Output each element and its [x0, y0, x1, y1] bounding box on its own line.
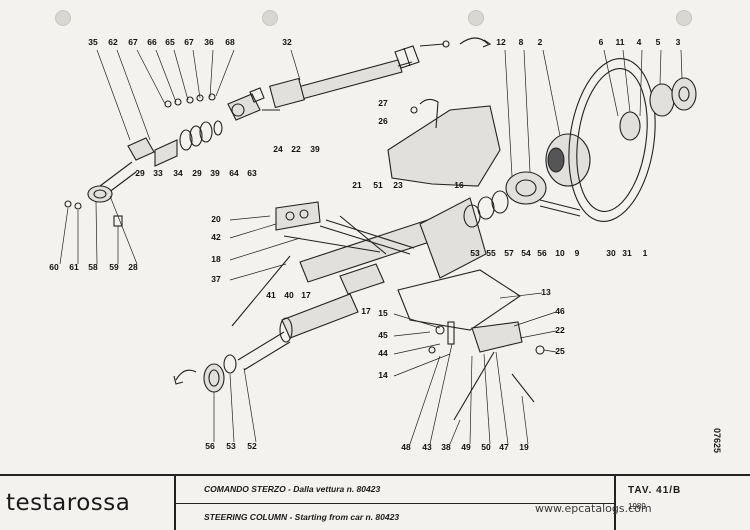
callout-39: 39	[310, 144, 320, 154]
callout-29: 29	[192, 168, 202, 178]
callout-53: 53	[226, 441, 236, 451]
callout-28: 28	[128, 262, 138, 272]
callout-31: 31	[622, 248, 632, 258]
callout-5: 5	[656, 37, 661, 47]
callout-57: 57	[504, 248, 514, 258]
callout-20: 20	[211, 214, 221, 224]
callout-14: 14	[378, 370, 388, 380]
callout-62: 62	[108, 37, 118, 47]
callout-15: 15	[378, 308, 388, 318]
callout-27: 27	[378, 98, 388, 108]
callout-19: 19	[519, 442, 529, 452]
callout-34: 34	[173, 168, 183, 178]
callout-50: 50	[481, 442, 491, 452]
callout-35: 35	[88, 37, 98, 47]
callout-51: 51	[373, 180, 383, 190]
callout-47: 47	[499, 442, 509, 452]
callout-26: 26	[378, 116, 388, 126]
callout-37: 37	[211, 274, 221, 284]
callout-42: 42	[211, 232, 221, 242]
callout-22: 22	[555, 325, 565, 335]
callout-58: 58	[88, 262, 98, 272]
callout-4: 4	[637, 37, 642, 47]
brand-logo-text: testarossa	[6, 490, 130, 516]
drawing-code: 07625	[712, 428, 722, 453]
brand-box: testarossa	[0, 476, 176, 530]
callout-18: 18	[211, 254, 221, 264]
callout-17: 17	[361, 306, 371, 316]
callout-45: 45	[378, 330, 388, 340]
callout-60: 60	[49, 262, 59, 272]
callout-2: 2	[538, 37, 543, 47]
steering-wheel	[546, 53, 696, 227]
callout-49: 49	[461, 442, 471, 452]
callout-3: 3	[676, 37, 681, 47]
callout-21: 21	[352, 180, 362, 190]
callout-67: 67	[184, 37, 194, 47]
callout-17: 17	[301, 290, 311, 300]
callout-30: 30	[606, 248, 616, 258]
callout-6: 6	[599, 37, 604, 47]
callout-56: 56	[537, 248, 547, 258]
callout-43: 43	[422, 442, 432, 452]
callout-9: 9	[575, 248, 580, 258]
universal-joint	[165, 88, 280, 120]
callout-38: 38	[441, 442, 451, 452]
callout-29: 29	[135, 168, 145, 178]
callout-41: 41	[266, 290, 276, 300]
callout-8: 8	[519, 37, 524, 47]
callout-61: 61	[69, 262, 79, 272]
callout-55: 55	[486, 248, 496, 258]
callout-52: 52	[247, 441, 257, 451]
callout-33: 33	[153, 168, 163, 178]
callout-40: 40	[284, 290, 294, 300]
callout-56: 56	[205, 441, 215, 451]
title-italian: COMANDO STERZO - Dalla vettura n. 80423	[176, 476, 614, 504]
lower-column	[174, 294, 358, 392]
callout-36: 36	[204, 37, 214, 47]
steering-lock-housing	[388, 99, 500, 186]
callout-10: 10	[555, 248, 565, 258]
callout-44: 44	[378, 348, 388, 358]
callout-63: 63	[247, 168, 257, 178]
exploded-parts-diagram: 3562676665673668321282611453272629333429…	[0, 0, 750, 470]
callout-53: 53	[470, 248, 480, 258]
callout-66: 66	[147, 37, 157, 47]
callout-39: 39	[210, 168, 220, 178]
callout-65: 65	[165, 37, 175, 47]
callout-48: 48	[401, 442, 411, 452]
watermark: www.epcatalogs.com	[535, 502, 652, 515]
callout-25: 25	[555, 346, 565, 356]
callout-12: 12	[496, 37, 506, 47]
plate-number: TAV. 41/B	[628, 485, 750, 496]
callout-68: 68	[225, 37, 235, 47]
callout-13: 13	[541, 287, 551, 297]
callout-24: 24	[273, 144, 283, 154]
callout-67: 67	[128, 37, 138, 47]
callout-59: 59	[109, 262, 119, 272]
callout-32: 32	[282, 37, 292, 47]
callout-11: 11	[616, 37, 625, 47]
callout-16: 16	[454, 180, 464, 190]
callout-54: 54	[521, 248, 531, 258]
callout-22: 22	[291, 144, 301, 154]
callout-23: 23	[393, 180, 403, 190]
callout-64: 64	[229, 168, 239, 178]
callout-46: 46	[555, 306, 565, 316]
callout-1: 1	[643, 248, 648, 258]
